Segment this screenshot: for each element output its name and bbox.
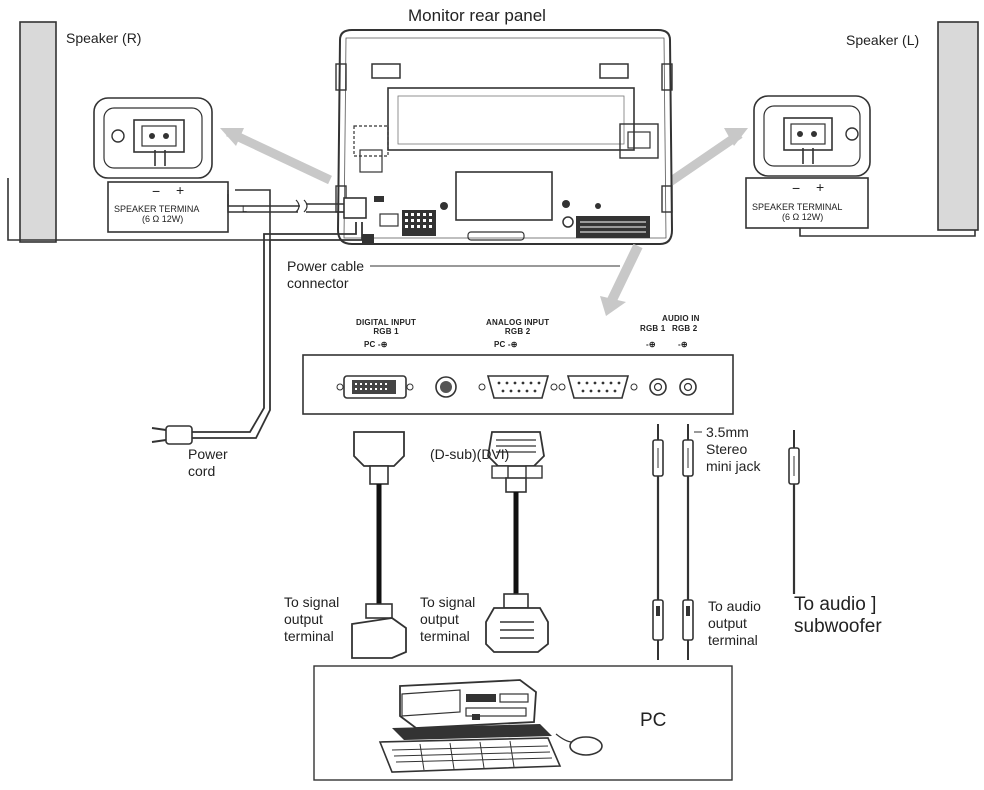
speaker-right-plus: +: [176, 182, 185, 198]
pc-analog-label: PC -⊕: [494, 340, 518, 349]
pc-box: [313, 665, 733, 781]
audio-cables: [652, 424, 800, 660]
dsub-cable: [485, 431, 549, 653]
pc-label: PC: [640, 710, 667, 731]
subwoofer-label: To audio ] subwoofer: [794, 594, 882, 637]
wire-letter-label: L: [242, 204, 248, 214]
audio-output-label: To audio output terminal: [708, 598, 761, 648]
speaker-left-plus: +: [816, 179, 825, 195]
analog-input-label: ANALOG INPUT RGB 2: [486, 318, 550, 336]
input-panel: [302, 354, 734, 415]
audio-rgb1-label: RGB 1: [640, 324, 666, 333]
speaker-left: [745, 21, 979, 237]
digital-input-label: DIGITAL INPUT RGB 1: [356, 318, 417, 336]
audio-in-label: AUDIO IN: [662, 314, 700, 323]
speaker-left-terminal-rating: (6 Ω 12W): [782, 212, 824, 222]
speaker-right-label: Speaker (R): [66, 30, 142, 46]
speaker-right-minus: −: [152, 183, 161, 199]
mini-jack-label: 3.5mm Stereo mini jack: [706, 424, 761, 474]
dvi-cable: [351, 431, 407, 659]
power-cord-label: Power cord: [188, 446, 228, 479]
audio-rgb2-label: RGB 2: [672, 324, 698, 333]
signal-output-1-label: To signal output terminal: [284, 594, 340, 644]
speaker-left-label: Speaker (L): [846, 32, 920, 48]
signal-output-2-label: To signal output terminal: [420, 594, 476, 644]
speaker-left-terminal-label: SPEAKER TERMINAL: [752, 202, 843, 212]
speaker-right: [7, 21, 271, 243]
audio-rgb2-icon: -⊕: [678, 340, 688, 349]
speaker-right-terminal-rating: (6 Ω 12W): [142, 214, 184, 224]
audio-rgb1-icon: -⊕: [646, 340, 656, 349]
diagram-title: Monitor rear panel: [408, 6, 546, 25]
dsub-dvi-label: (D-sub)(DVI): [430, 446, 510, 462]
monitor-rear: [335, 29, 674, 245]
pc-digital-label: PC -⊕: [364, 340, 388, 349]
speaker-left-minus: −: [792, 180, 801, 196]
power-cable-connector-label: Power cable connector: [287, 258, 365, 291]
speaker-right-terminal-label: SPEAKER TERMINA: [114, 204, 200, 214]
